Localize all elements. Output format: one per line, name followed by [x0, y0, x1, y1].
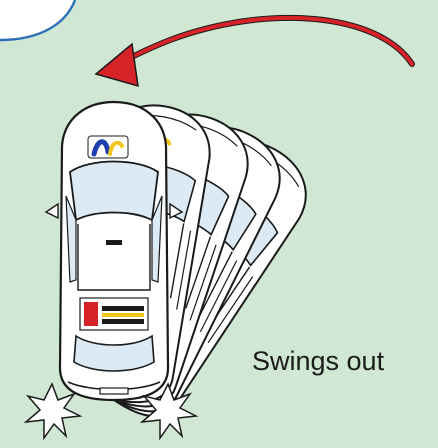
curved-arrow-left-icon — [96, 18, 412, 86]
roof-sign — [80, 298, 148, 330]
hood-logo — [88, 136, 128, 158]
main-car — [46, 102, 182, 400]
swing-caption: Swings out — [252, 346, 384, 377]
